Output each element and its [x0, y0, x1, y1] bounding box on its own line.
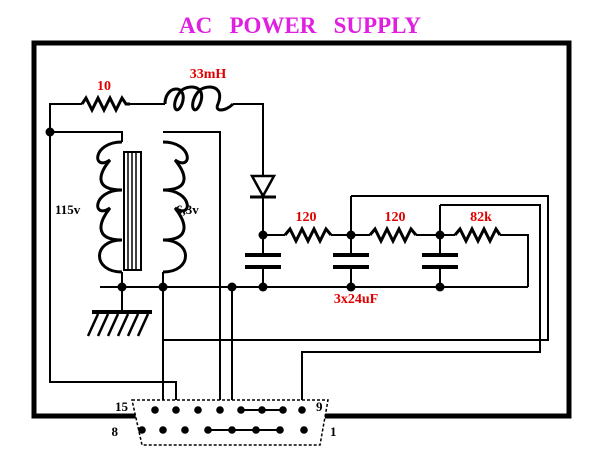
wiring — [49, 103, 549, 430]
resistor-icon — [453, 225, 502, 245]
wire-secondary-top — [163, 131, 221, 408]
resistor-1-value: 120 — [296, 210, 317, 225]
ground-icon — [86, 310, 152, 337]
capacitors-value: 3x24uF — [334, 292, 378, 307]
wire-return-loop-1 — [163, 195, 549, 341]
resistor-icon — [368, 225, 418, 245]
resistor-2-value: 120 — [385, 210, 406, 225]
junction-dots — [45, 127, 445, 292]
input-resistor-value: 10 — [97, 79, 111, 94]
secondary-voltage-label: 6,3v — [176, 202, 199, 217]
inductor-value: 33mH — [190, 67, 227, 82]
resistor-icon — [283, 225, 333, 245]
db15-connector-icon — [131, 399, 329, 446]
wire-r3-out — [500, 234, 529, 287]
capacitor-icon — [333, 253, 369, 269]
primary-voltage-label: 115v — [55, 202, 81, 217]
page-title: AC POWER SUPPLY — [179, 13, 421, 38]
wire-primary-top — [50, 131, 123, 142]
capacitor-icon — [245, 253, 281, 269]
connector-pin-15-label: 15 — [115, 399, 129, 414]
wire-mains-in — [49, 103, 82, 132]
resistor-icon — [80, 94, 130, 114]
connector-pin-8-label: 8 — [112, 424, 119, 439]
transformer-icon — [96, 140, 189, 274]
wire-inductor-to-diode — [233, 103, 264, 175]
connector-pin-9-label: 9 — [316, 399, 323, 414]
connector-pin-1-label: 1 — [330, 424, 337, 439]
wire-return-loop-2 — [301, 204, 541, 408]
capacitor-icon — [422, 253, 458, 269]
inductor-icon — [163, 85, 235, 112]
resistor-3-value: 82k — [470, 210, 492, 225]
diode-icon — [249, 174, 277, 199]
wire-left-to-connector — [49, 132, 177, 408]
